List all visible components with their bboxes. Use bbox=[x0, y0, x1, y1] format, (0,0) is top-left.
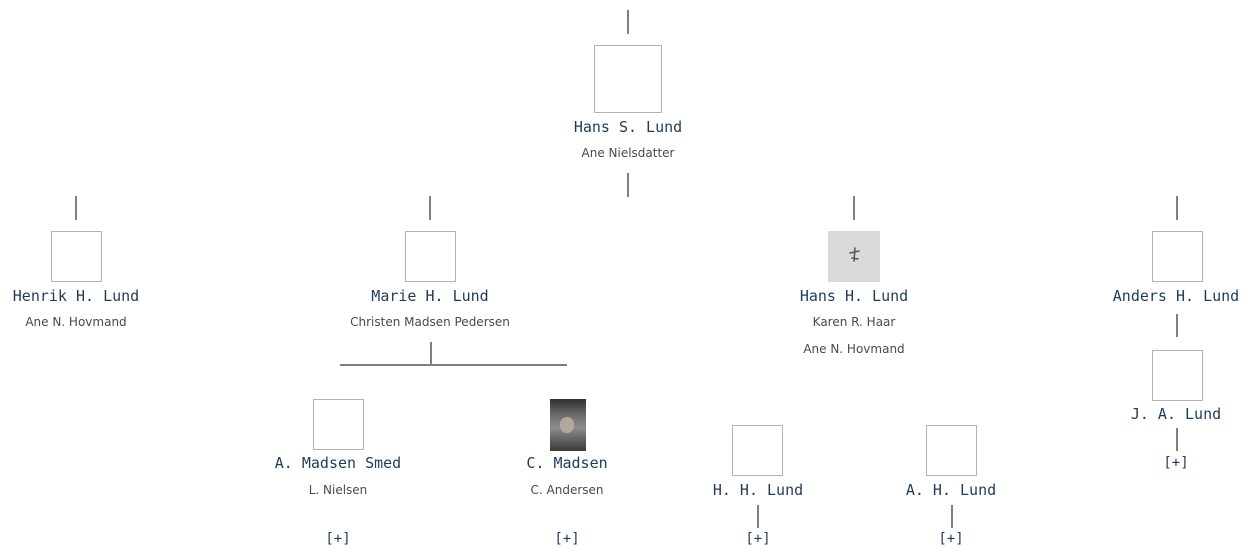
expand-button[interactable]: [+] bbox=[1163, 455, 1189, 471]
person-name-hans-h-lund[interactable]: Hans H. Lund bbox=[799, 287, 909, 305]
connector-line bbox=[627, 10, 629, 34]
expand-button[interactable]: [+] bbox=[938, 531, 964, 547]
person-name-a-h-lund[interactable]: A. H. Lund bbox=[905, 481, 997, 499]
portrait-placeholder[interactable] bbox=[926, 425, 977, 476]
person-name-henrik-h-lund[interactable]: Henrik H. Lund bbox=[12, 287, 140, 305]
connector-line bbox=[1176, 196, 1178, 220]
portrait-face bbox=[560, 417, 574, 433]
connector-line bbox=[430, 342, 432, 364]
person-name-j-a-lund[interactable]: J. A. Lund bbox=[1130, 405, 1222, 423]
spouse-name: Ane N. Hovmand bbox=[25, 315, 127, 329]
person-name-anders-h-lund[interactable]: Anders H. Lund bbox=[1112, 287, 1240, 305]
expand-button[interactable]: [+] bbox=[325, 531, 351, 547]
spouse-name: Ane Nielsdatter bbox=[581, 146, 675, 160]
expand-button[interactable]: [+] bbox=[745, 531, 771, 547]
spouse-name: C. Andersen bbox=[530, 483, 604, 497]
person-name-marie-h-lund[interactable]: Marie H. Lund bbox=[371, 287, 489, 305]
person-name-a-madsen-smed[interactable]: A. Madsen Smed bbox=[274, 454, 402, 472]
portrait-photo[interactable] bbox=[828, 231, 880, 282]
portrait-placeholder[interactable] bbox=[732, 425, 783, 476]
person-name-h-h-lund[interactable]: H. H. Lund bbox=[712, 481, 804, 499]
connector-line bbox=[951, 505, 953, 528]
portrait-photo[interactable] bbox=[550, 399, 586, 451]
connector-line bbox=[429, 196, 431, 220]
connector-line bbox=[340, 364, 567, 366]
person-name-hans-s-lund[interactable]: Hans S. Lund bbox=[573, 118, 683, 136]
spouse-name: Ane N. Hovmand bbox=[803, 342, 905, 356]
connector-line bbox=[1176, 314, 1178, 337]
portrait-placeholder[interactable] bbox=[313, 399, 364, 450]
portrait-placeholder[interactable] bbox=[594, 45, 662, 113]
portrait-placeholder[interactable] bbox=[1152, 350, 1203, 401]
person-name-c-madsen[interactable]: C. Madsen bbox=[526, 454, 608, 472]
connector-line bbox=[1176, 428, 1178, 451]
portrait-placeholder[interactable] bbox=[51, 231, 102, 282]
signature-mark bbox=[849, 247, 860, 262]
portrait-placeholder[interactable] bbox=[1152, 231, 1203, 282]
spouse-name: Christen Madsen Pedersen bbox=[350, 315, 510, 329]
spouse-name: L. Nielsen bbox=[308, 483, 368, 497]
portrait-placeholder[interactable] bbox=[405, 231, 456, 282]
expand-button[interactable]: [+] bbox=[554, 531, 580, 547]
connector-line bbox=[75, 196, 77, 220]
connector-line bbox=[853, 196, 855, 220]
connector-line bbox=[757, 505, 759, 528]
connector-line bbox=[627, 173, 629, 197]
spouse-name: Karen R. Haar bbox=[812, 315, 896, 329]
